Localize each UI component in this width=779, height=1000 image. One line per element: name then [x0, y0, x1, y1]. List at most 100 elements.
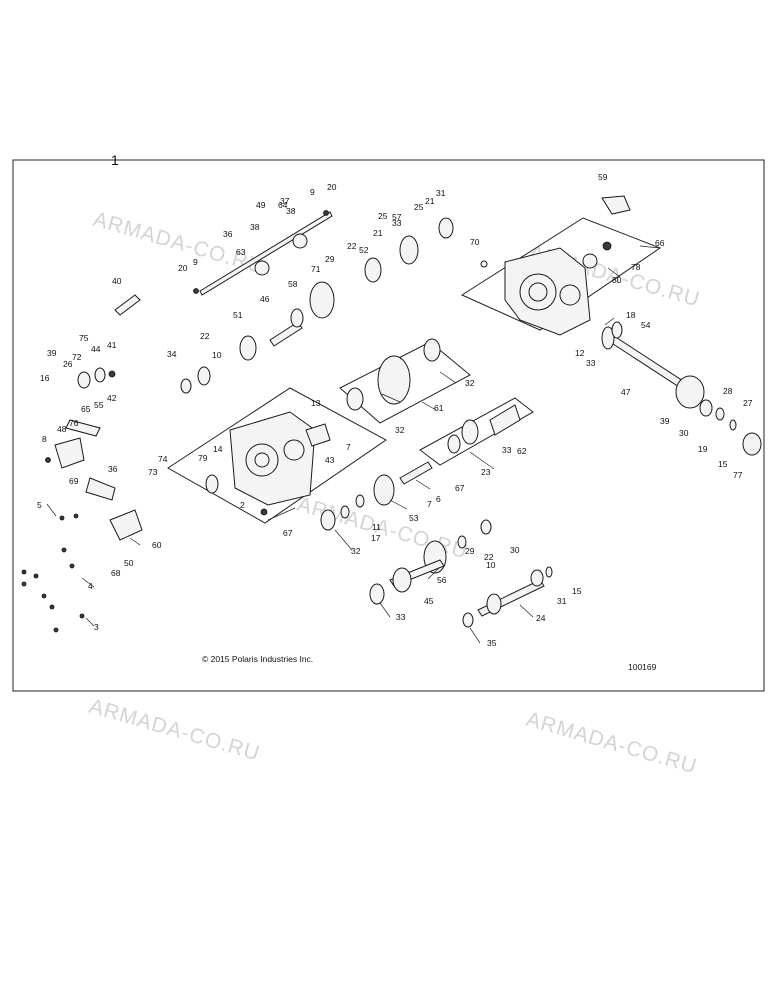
- callout: 70: [470, 237, 480, 247]
- callout: 61: [434, 403, 444, 413]
- callout: 22: [347, 241, 357, 251]
- callout: 47: [621, 387, 631, 397]
- callout: 9: [310, 187, 315, 197]
- callout: 33: [586, 358, 596, 368]
- callout: 59: [598, 172, 608, 182]
- output-shaft-group: [601, 321, 762, 456]
- callout: 72: [72, 352, 82, 362]
- callout: 10: [486, 560, 496, 570]
- main-case-group: [167, 387, 387, 524]
- callout: 38: [286, 206, 296, 216]
- callout: 21: [373, 228, 383, 238]
- callout: 35: [487, 638, 497, 648]
- callout: 2: [240, 500, 245, 510]
- callout: 69: [69, 476, 79, 486]
- callout: 66: [655, 238, 665, 248]
- callout: 49: [256, 200, 266, 210]
- gear-group-65-66: [339, 338, 534, 466]
- callout: 19: [698, 444, 708, 454]
- callout: 58: [288, 279, 298, 289]
- fasteners: [21, 513, 85, 633]
- callout: 32: [465, 378, 475, 388]
- callout: 27: [743, 398, 753, 408]
- figure-number: 100169: [628, 662, 657, 672]
- callout: 25: [414, 202, 424, 212]
- callout: 7: [346, 442, 351, 452]
- callout: 41: [107, 340, 117, 350]
- copyright: © 2015 Polaris Industries Inc.: [202, 654, 313, 664]
- callout: 48: [57, 424, 67, 434]
- callout: 14: [213, 444, 223, 454]
- callout: 36: [223, 229, 233, 239]
- callout: 40: [112, 276, 122, 286]
- callout: 6: [436, 494, 441, 504]
- callout: 36: [108, 464, 118, 474]
- callout: 24: [536, 613, 546, 623]
- callout: 20: [327, 182, 337, 192]
- callout: 11: [372, 522, 381, 532]
- callout: 17: [371, 533, 381, 543]
- callout: 32: [351, 546, 361, 556]
- callout: 39: [47, 348, 57, 358]
- callout: 60: [152, 540, 162, 550]
- callout: 8: [42, 434, 47, 444]
- callout: 50: [124, 558, 134, 568]
- callout: 25: [378, 211, 388, 221]
- callout: 38: [250, 222, 260, 232]
- callout: 67: [283, 528, 293, 538]
- shift-rail-group: [193, 210, 333, 296]
- callout: 45: [424, 596, 434, 606]
- callout: 29: [325, 254, 335, 264]
- callout: 26: [63, 359, 73, 369]
- callout: 62: [517, 446, 527, 456]
- callout: 15: [718, 459, 728, 469]
- callout: 33: [502, 445, 512, 455]
- callout: 39: [660, 416, 670, 426]
- callout: 23: [481, 467, 491, 477]
- callout: 77: [733, 470, 743, 480]
- callout: 65: [81, 404, 91, 414]
- callout: 10: [212, 350, 222, 360]
- callout: 9: [193, 257, 198, 267]
- callout: 31: [557, 596, 567, 606]
- callout: 74: [158, 454, 168, 464]
- callout: 80: [612, 275, 622, 285]
- diagram-frame: [12, 159, 765, 692]
- callout: 33: [392, 218, 402, 228]
- lower-gear-train: [320, 461, 553, 628]
- leader-lines: [46, 245, 661, 644]
- callout: 33: [396, 612, 406, 622]
- callout: 54: [641, 320, 651, 330]
- callout: 42: [107, 393, 117, 403]
- callout: 43: [325, 455, 335, 465]
- callout: 7: [427, 499, 432, 509]
- callout: 20: [178, 263, 188, 273]
- cover-housing-group: [460, 195, 662, 336]
- callout: 71: [311, 264, 321, 274]
- callout: 75: [79, 333, 89, 343]
- callout: 52: [359, 245, 369, 255]
- callout: 51: [233, 310, 243, 320]
- callout: 28: [723, 386, 733, 396]
- callout: 44: [91, 344, 101, 354]
- callout: 57: [392, 212, 402, 222]
- callout: 76: [69, 418, 79, 428]
- callout: 56: [437, 575, 447, 585]
- callout-numbers: 2 3 4 5 6 7 7 8 9 9 10 10 11 12 13 14 15…: [37, 172, 753, 648]
- left-small-parts: [45, 294, 143, 541]
- callout: 4: [88, 581, 93, 591]
- callout: 73: [148, 467, 158, 477]
- callout: 3: [94, 622, 99, 632]
- callout: 34: [167, 349, 177, 359]
- callout: 12: [575, 348, 585, 358]
- watermarks: ARMADA-CO.RU ARMADA-CO.RU ARMADA-CO.RU A…: [87, 208, 703, 779]
- callout: 15: [572, 586, 582, 596]
- callout: 68: [111, 568, 121, 578]
- callout: 31: [436, 188, 446, 198]
- callout: 55: [94, 400, 104, 410]
- callout: 37: [280, 196, 290, 206]
- callout: 64: [278, 200, 288, 210]
- callout: 29: [465, 546, 475, 556]
- callout: 13: [311, 398, 321, 408]
